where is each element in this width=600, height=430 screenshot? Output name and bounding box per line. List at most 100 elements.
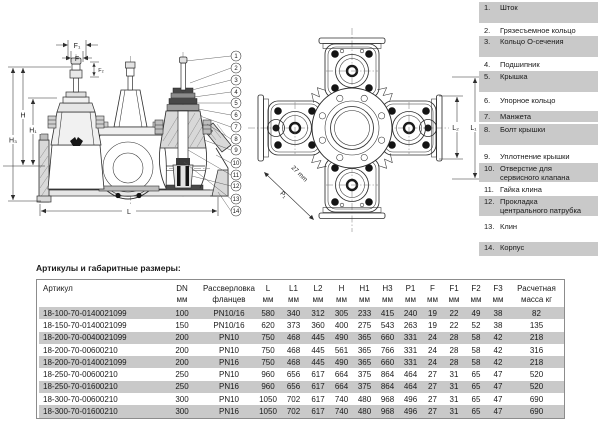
table-cell: 543 [380,320,395,330]
legend-item-label: Уплотнение крышки [500,152,570,161]
legend-item-number: 7. [484,112,491,121]
table-cell: 750 [255,331,281,344]
table-cell: 42 [487,331,509,344]
table-cell: 27 [428,394,437,404]
table-cell: 960 [255,380,281,394]
table-cell: 617 [311,394,325,404]
callout-12: 12 [230,180,242,192]
table-cell: PN10/16 [203,307,255,320]
table-cell: 617 [306,380,330,394]
table-cell: 28 [449,345,459,355]
dimension-l: L [39,197,219,216]
table-cell: 150 [175,320,189,330]
table-cell: 656 [281,380,306,394]
article-cell: 18-150-70-0140021099 [43,320,127,330]
table-cell: 65 [465,380,487,394]
article-cell: 18-250-70-00600210 [43,370,118,380]
table-cell: 656 [286,370,301,380]
legend-item-label: Упорное кольцо [500,96,556,105]
table-cell: 331 [399,356,422,369]
table-cell: 464 [399,380,422,394]
legend-item-number: 1. [484,3,491,12]
table-cell: 520 [529,370,544,380]
table-cell: 375 [353,380,376,394]
table-cell: 968 [380,394,395,404]
table-cell: 22 [449,320,459,330]
callout-6: 6 [230,109,242,121]
table-cell: 365 [357,345,372,355]
legend-item-9: 9.Уплотнение крышки [479,151,598,162]
legend-item-4: 4.Подшипник [479,59,598,70]
legend-item-13: 13.Клин [479,221,598,232]
table-cell: 47 [493,370,503,380]
legend-item-number: 6. [484,96,491,105]
dim-label-f: F [75,56,79,63]
table-cell: 19 [428,320,437,330]
table-cell: 617 [306,405,330,418]
legend-item-label: Гайка клина [500,185,542,194]
table-cell: 664 [330,380,353,394]
table-cell: 58 [471,345,481,355]
table-cell: 365 [353,331,376,344]
table-cell: 31 [443,380,465,394]
legend-item-number: 12. [484,197,495,206]
legend-item-6: 6. Упорное кольцо [479,95,598,106]
legend-item-number: 4. [484,60,491,69]
dimension-f: F [62,51,92,63]
legend-item-10: 10.Отверстие для сервисного клапана [479,163,598,182]
table-cell: 42 [493,345,503,355]
svg-text:2: 2 [234,66,238,72]
table-cell: 490 [330,356,353,369]
table-cell: 218 [509,331,564,344]
dimension-f2: F₂ [90,61,104,78]
legend-item-label: Шток [500,3,518,12]
svg-text:9: 9 [234,148,238,154]
legend-item-label: Крышка [500,72,528,81]
table-cell: 58 [465,356,487,369]
legend-item-11: 11. Гайка клина [479,184,598,195]
table-cell: 864 [380,370,395,380]
article-cell: 18-300-70-01600210 [39,405,161,418]
table-cell: 233 [353,307,376,320]
table-cell: 766 [380,345,395,355]
article-cell: 18-200-70-0040021099 [39,331,161,344]
dim-label-h1: H₁ [29,128,37,135]
table-cell: 496 [403,394,418,404]
article-cell: 18-200-70-0140021099 [39,356,161,369]
table-cell: 82 [509,307,564,320]
central-flange [311,87,393,169]
table-cell: 42 [487,356,509,369]
callout-13: 13 [230,193,242,205]
table-cell: 1050 [255,405,281,418]
legend-item-label: Клин [500,222,518,231]
legend-item-3: 3.Кольцо О-сечения [479,36,598,57]
legend-item-label: Отверстие для сервисного клапана [500,164,570,182]
table-cell: 27 [428,370,437,380]
table-cell: PN16 [203,380,255,394]
table-cell: 496 [399,405,422,418]
legend-item-label: Корпус [500,243,525,252]
svg-text:10: 10 [233,161,240,167]
table-cell: 263 [403,320,418,330]
table-cell: 400 [334,320,349,330]
dim-label-p1: P₁ [278,190,288,200]
table-cell: 702 [281,405,306,418]
svg-text:6: 6 [234,113,238,119]
table-cell: 250 [175,370,189,380]
legend-item-number: 11. [484,185,494,194]
legend-item-label: Кольцо О-сечения [500,37,564,46]
article-cell: 18-100-70-0140021099 [39,307,161,320]
table-cell: 445 [306,356,330,369]
dim-label-f1: F₁ [74,43,81,50]
legend-item-12: 12.Прокладка центрального патрубка [479,196,598,216]
table-cell: 740 [334,394,349,404]
